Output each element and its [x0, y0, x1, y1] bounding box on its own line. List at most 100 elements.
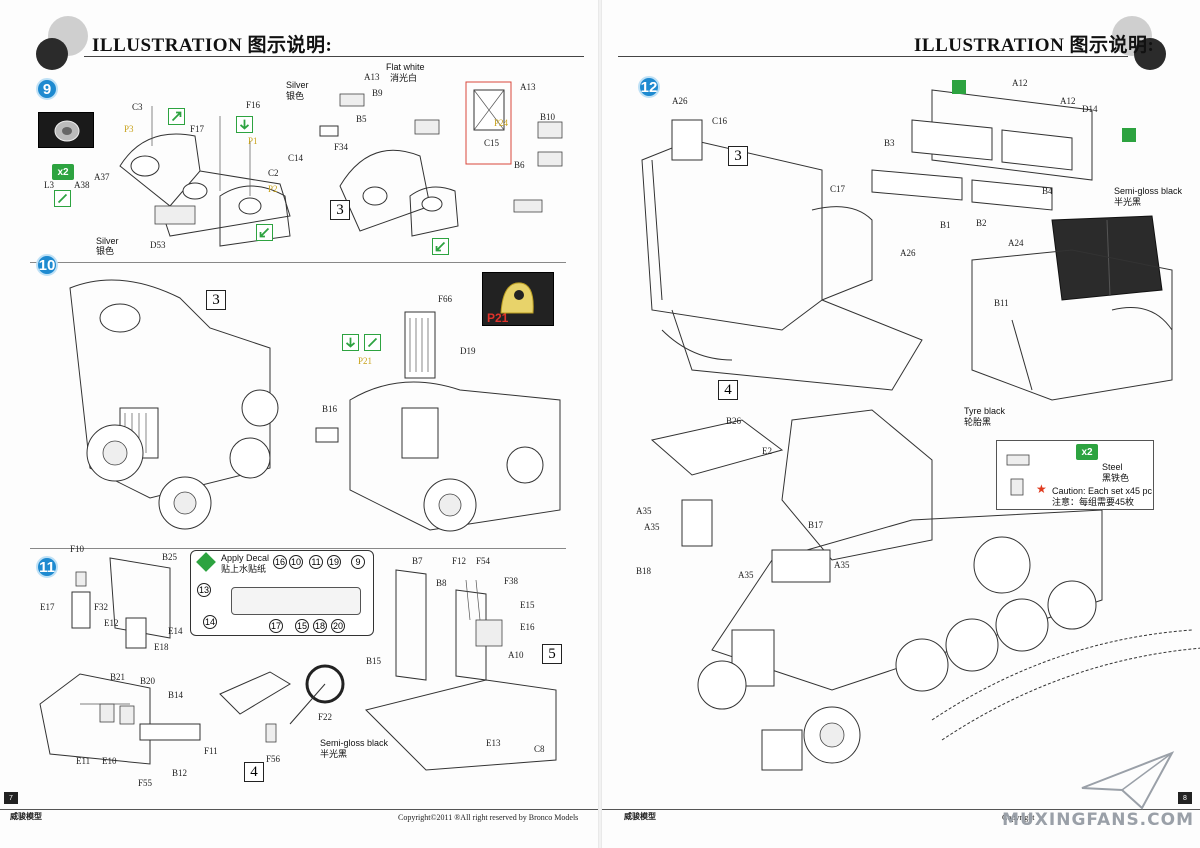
header-rule [84, 56, 584, 57]
silver-note-cn: 银色 [96, 246, 115, 256]
quantity-badge: x2 [1076, 444, 1098, 460]
part-label: B9 [372, 88, 383, 98]
part-label: A35 [738, 570, 754, 580]
cement-arrow-icon [432, 238, 449, 255]
decal-title-cn: 贴上水贴纸 [221, 564, 267, 574]
step11-dash-assembly-drawing [39, 673, 201, 765]
step10-vehicle-drawing [69, 279, 279, 530]
section-ref-box: 5 [542, 644, 562, 664]
part-label: E17 [40, 602, 55, 612]
part-label: C3 [132, 102, 143, 112]
part-label: E18 [154, 642, 169, 652]
silver-note-en: Silver [286, 80, 309, 90]
part-label: B18 [636, 566, 652, 576]
cement-down-icon [342, 334, 359, 351]
header-deco-circles [1112, 16, 1166, 70]
watermark-text: MUXINGFANS.COM [1002, 810, 1194, 830]
part-label: F55 [138, 778, 153, 788]
part-label: F32 [94, 602, 109, 612]
part-label: B11 [994, 298, 1009, 308]
steel-note-en: Steel [1102, 462, 1123, 472]
section-ref-box: 3 [206, 290, 226, 310]
page-number: 8 [1178, 792, 1192, 804]
section-divider [30, 548, 566, 549]
part-label: B12 [172, 768, 188, 778]
part-label: L3 [44, 180, 54, 190]
decal-number: 13 [197, 583, 211, 597]
part-label: B14 [168, 690, 184, 700]
part-label: B25 [162, 552, 178, 562]
part-label: E11 [76, 756, 91, 766]
part-label: A38 [74, 180, 90, 190]
tyre-black-note-en: Tyre black [964, 406, 1006, 416]
part-label: F10 [70, 544, 85, 554]
part-label: A13 [520, 82, 536, 92]
p21-part-photo: P21 [482, 272, 554, 326]
page-title: ILLUSTRATION 图示说明: [914, 35, 1155, 56]
step-badge-10: 10 [36, 254, 58, 276]
part-label: E13 [486, 738, 501, 748]
tyre-black-note-cn: 轮胎黑 [964, 417, 992, 427]
quantity-badge: x2 [52, 164, 74, 180]
left-page: ILLUSTRATION 图示说明: 9 C3 F16 F17 P3 P [0, 0, 598, 848]
part-label: F12 [452, 556, 467, 566]
part-label: B17 [808, 520, 824, 530]
photo-label: P21 [487, 311, 509, 325]
flat-white-note-en: Flat white [386, 62, 425, 72]
part-label: E16 [520, 622, 535, 632]
right-page: ILLUSTRATION 图示说明: 12 [602, 0, 1200, 848]
cement-arrow-icon [54, 190, 71, 207]
footer-copyright: Copyright©2011 ®All right reserved by Br… [398, 813, 579, 822]
caution-star-icon: ★ [1036, 482, 1047, 496]
step9-windshield-frame [465, 81, 563, 213]
part-label: B21 [110, 672, 126, 682]
decal-number: 11 [309, 555, 323, 569]
part-label: A35 [636, 506, 652, 516]
part-label: C16 [712, 116, 728, 126]
part-label: C2 [268, 168, 279, 178]
paint-ref-label: P1 [248, 136, 258, 146]
apply-decal-panel: Apply Decal 贴上水贴纸 13 14 16 10 11 19 9 17… [190, 550, 374, 636]
watermark-plane-icon [1081, 751, 1175, 810]
caution-note-cn: 注意：每组需要45枚 [1052, 497, 1135, 507]
decal-number: 16 [273, 555, 287, 569]
header-rule [618, 56, 1128, 57]
cement-arrow-icon [256, 224, 273, 241]
part-label: E2 [762, 446, 772, 456]
decal-number: 15 [295, 619, 309, 633]
part-label: F66 [438, 294, 453, 304]
instrument-panel [231, 587, 361, 615]
part-label: E14 [168, 626, 183, 636]
section-ref-box: 4 [718, 380, 738, 400]
step-badge-9: 9 [36, 78, 58, 100]
part-label: A12 [1012, 78, 1028, 88]
footer-rule [0, 809, 598, 810]
decal-number: 18 [313, 619, 327, 633]
part-label: F16 [246, 100, 261, 110]
flat-white-note-cn: 消光白 [390, 73, 418, 83]
step11-steering-drawing [219, 664, 345, 743]
part-label: F38 [504, 576, 519, 586]
silver-note-cn: 银色 [286, 91, 305, 101]
part-label: F11 [204, 746, 218, 756]
part-label: F54 [476, 556, 491, 566]
step12-rear-seat-drawing [971, 215, 1173, 401]
part-label: B5 [356, 114, 367, 124]
footer-brand: 威骏模型 [10, 812, 42, 821]
part-label: B4 [1042, 186, 1053, 196]
section-ref-box: 4 [244, 762, 264, 782]
part-label: B26 [726, 416, 742, 426]
part-label: A35 [644, 522, 660, 532]
paint-ref-label: P21 [358, 356, 373, 366]
part-label: B7 [412, 556, 423, 566]
part-label: B20 [140, 676, 156, 686]
silver-note-en: Silver [96, 236, 119, 246]
decal-title-en: Apply Decal [221, 553, 270, 563]
part-label: B1 [940, 220, 951, 230]
footer-copyright: Copyright [1002, 813, 1035, 822]
part-label: A35 [834, 560, 850, 570]
part-label: E10 [102, 756, 117, 766]
track-link-callout [996, 440, 1154, 510]
section-ref-box: 3 [728, 146, 748, 166]
part-label: E12 [104, 618, 119, 628]
